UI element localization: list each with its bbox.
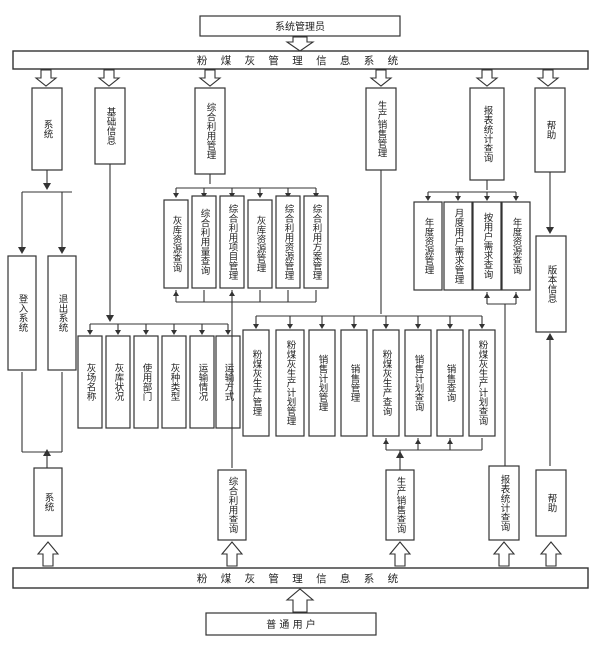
user-module-system [33, 467, 63, 537]
user-module-comprehensive-query [217, 469, 247, 541]
basic-info-item-2 [105, 335, 131, 429]
admin-box [199, 15, 401, 37]
user-module-system-label: 系统 [43, 493, 55, 513]
basic-info-item-5 [189, 335, 215, 429]
comprehensive-use-item-2-label: 综合利用量查询 [199, 208, 211, 276]
statistics-branch-lines [425, 180, 519, 466]
basic-info-item-4 [161, 335, 187, 429]
basic-info-item-1 [77, 335, 103, 429]
production-sales-item-6-label: 销售计划查询 [413, 354, 425, 413]
production-sales-item-1 [242, 329, 270, 437]
comprehensive-use-item-5-label: 综合利用资源管理 [283, 203, 295, 280]
user-module-statistics-query [488, 465, 520, 541]
basic-info-branch-lines [87, 164, 231, 335]
statistics-item-4 [501, 201, 531, 291]
comprehensive-use-item-3-label: 综合利用项目管理 [227, 203, 239, 280]
user-module-statistics-query-label: 报表统计查询 [499, 474, 511, 533]
production-sales-item-8 [468, 329, 496, 437]
basic-info-item-2-label: 灰库状况 [113, 362, 125, 402]
production-sales-item-5 [372, 329, 400, 437]
statistics-item-3 [472, 201, 502, 291]
production-sales-item-5-label: 粉煤灰生产查询 [381, 349, 393, 417]
user-box-label: 普 通 用 户 [266, 618, 316, 631]
system-item-logout-label: 退出系统 [57, 294, 69, 333]
top-system-bar-label: 粉 煤 灰 管 理 信 息 系 统 [197, 54, 403, 67]
production-sales-item-8-label: 粉煤灰生产计划查询 [477, 340, 489, 427]
admin-module-production-sales-label: 生产销售管理 [376, 100, 388, 158]
admin-module-comprehensive-use [194, 87, 226, 175]
basic-info-item-3 [133, 335, 159, 429]
admin-module-help [534, 87, 566, 173]
top-bar-down-arrows [34, 69, 560, 87]
production-sales-item-3 [308, 329, 336, 437]
production-sales-item-6 [404, 329, 432, 437]
production-sales-item-4 [340, 329, 368, 437]
basic-info-item-6-label: 运输方式 [223, 363, 235, 401]
production-sales-item-7 [436, 329, 464, 437]
user-module-help-label: 帮助 [546, 493, 558, 514]
statistics-item-2 [443, 201, 473, 291]
statistics-item-3-label: 按用户需求查询 [482, 212, 494, 280]
user-module-comprehensive-query-label: 综合利用查询 [227, 476, 239, 535]
statistics-item-1 [413, 201, 443, 291]
production-sales-item-4-label: 销售管理 [349, 363, 361, 402]
admin-module-basic-info-label: 基础信息 [105, 106, 117, 145]
bottom-bar-up-arrows [36, 541, 563, 567]
comprehensive-use-item-5 [275, 195, 301, 289]
production-sales-item-7-label: 销售查询 [445, 363, 457, 403]
system-item-login-label: 登入系统 [17, 294, 29, 333]
comprehensive-use-item-1 [163, 199, 189, 289]
statistics-item-4-label: 年度资源查询 [511, 217, 523, 276]
comprehensive-use-item-6-label: 综合利用方案管理 [311, 203, 323, 280]
basic-info-item-3-label: 使用部门 [141, 362, 153, 402]
basic-info-item-1-label: 灰场名称 [85, 362, 97, 402]
comprehensive-use-item-1-label: 灰库资源查询 [171, 215, 183, 274]
admin-module-comprehensive-use-label: 综合利用管理 [205, 102, 217, 160]
basic-info-item-4-label: 灰种类型 [169, 362, 181, 401]
admin-box-label: 系统管理员 [275, 20, 325, 33]
comprehensive-use-item-3 [219, 195, 245, 289]
production-sales-branch-lines [253, 170, 485, 470]
production-sales-item-1-label: 粉煤灰生产管理 [251, 349, 263, 416]
basic-info-item-6 [215, 335, 241, 429]
statistics-item-1-label: 年度资源管理 [423, 217, 435, 275]
admin-module-help-label: 帮助 [545, 120, 557, 141]
system-item-login [7, 255, 37, 371]
user-module-help [535, 469, 567, 537]
production-sales-item-2-label: 粉煤灰生产计划管理 [285, 340, 297, 426]
admin-module-statistics [469, 87, 505, 181]
help-item-version [535, 235, 567, 333]
comprehensive-use-item-4 [247, 199, 273, 289]
user-to-bar-arrow [285, 588, 315, 613]
comprehensive-use-item-6 [303, 195, 329, 289]
help-item-version-label: 版本信息 [546, 264, 558, 303]
top-system-bar [12, 50, 589, 70]
system-item-logout [47, 255, 77, 371]
production-sales-item-2 [275, 329, 305, 437]
comprehensive-use-item-4-label: 灰库资源管理 [255, 215, 267, 273]
statistics-item-2-label: 月度用户需求管理 [453, 208, 465, 284]
user-module-production-sales-query [385, 469, 415, 541]
admin-module-statistics-label: 报表统计查询 [482, 105, 494, 164]
bottom-system-bar-label: 粉 煤 灰 管 理 信 息 系 统 [197, 572, 403, 585]
admin-to-bar-arrow [285, 36, 315, 52]
help-branch-lines [546, 172, 554, 466]
bottom-system-bar [12, 567, 589, 589]
production-sales-item-3-label: 销售计划管理 [317, 354, 329, 412]
basic-info-item-5-label: 运输情况 [197, 363, 209, 402]
admin-module-system-label: 系统 [42, 120, 54, 140]
system-branch-lines [18, 170, 72, 468]
admin-module-basic-info [94, 87, 126, 165]
user-box [205, 612, 377, 636]
user-module-production-sales-query-label: 生产销售查询 [395, 476, 407, 535]
comprehensive-use-item-2 [191, 195, 217, 289]
